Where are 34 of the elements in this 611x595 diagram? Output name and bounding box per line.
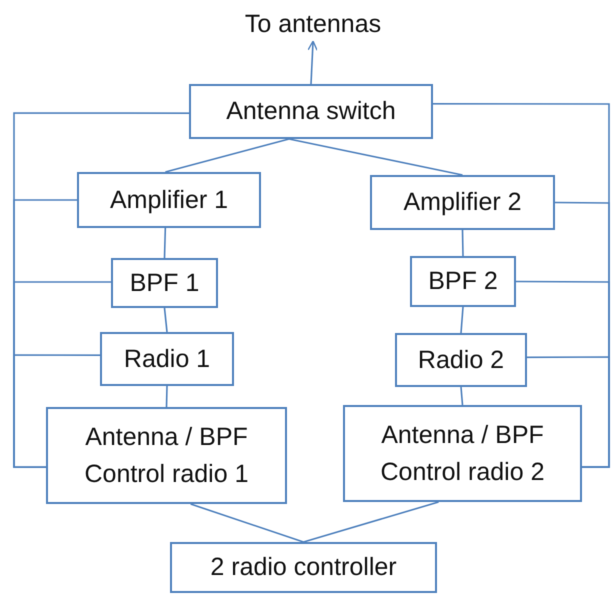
connector-line: [303, 501, 439, 543]
block-box: [170, 542, 437, 593]
connector-line: [165, 138, 290, 173]
block-box: [189, 84, 433, 139]
connector-line: [164, 308, 168, 332]
connector-line: [190, 503, 304, 543]
node-label: To antennas: [244, 8, 382, 40]
node-label: Antenna / BPF Control radio 1: [84, 422, 250, 490]
connector-line: [166, 386, 168, 408]
node-label: BPF 2: [428, 266, 498, 298]
connector-line: [288, 138, 463, 176]
node-label: Antenna switch: [226, 96, 396, 128]
node-label: Radio 2: [418, 344, 504, 376]
connector-line: [460, 386, 464, 406]
block-box: [410, 256, 516, 307]
connector-line: [13, 354, 100, 468]
connector-line: [462, 230, 464, 256]
block-box: [395, 333, 527, 387]
block-box: [100, 332, 234, 386]
block-box: [370, 175, 555, 230]
node-label: Amplifier 1: [110, 184, 228, 216]
connector-line: [164, 228, 166, 258]
block-box: [77, 172, 261, 228]
node-label: Antenna / BPF Control radio 2: [380, 420, 546, 488]
node-label: 2 radio controller: [210, 552, 397, 584]
connector-line: [307, 40, 318, 84]
block-box: [111, 258, 218, 308]
node-label: Amplifier 2: [403, 187, 522, 218]
connector-line: [460, 306, 464, 334]
node-label: BPF 1: [130, 268, 200, 299]
block-box: [46, 407, 287, 504]
node-label: Radio 1: [124, 344, 210, 375]
block-box: [343, 405, 582, 502]
connector-line: [527, 356, 610, 468]
